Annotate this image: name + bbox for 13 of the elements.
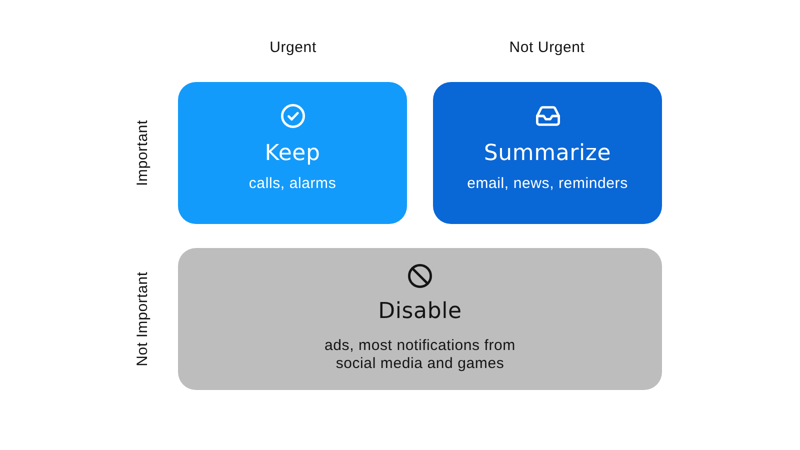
quadrant-description: email, news, reminders: [467, 175, 628, 193]
axis-label: Not Urgent: [509, 39, 585, 57]
quadrant-title: Disable: [378, 298, 462, 326]
quadrant-title: Summarize: [484, 140, 612, 168]
quadrant-title: Keep: [264, 140, 320, 168]
axis-label: Urgent: [270, 39, 316, 57]
quadrant-card: [433, 82, 662, 224]
axis-label: Important: [134, 120, 152, 186]
quadrant-card: [178, 82, 407, 224]
quadrant-description: calls, alarms: [248, 175, 336, 193]
quadrant-description: ads, most notifications from social media and games: [324, 337, 516, 373]
axis-label: Not Important: [134, 272, 152, 366]
quadrant-card: [178, 248, 662, 390]
